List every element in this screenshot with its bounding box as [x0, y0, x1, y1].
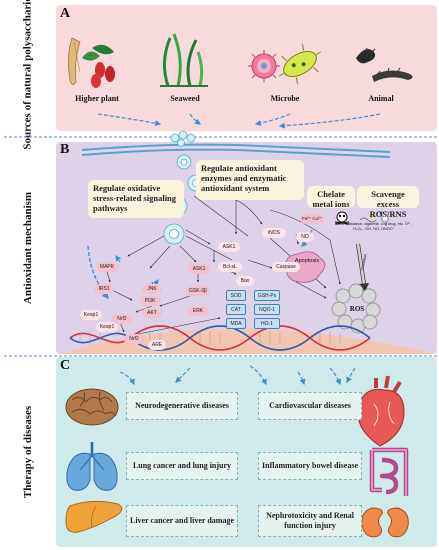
node-akt: AKT — [142, 308, 162, 318]
node-ask1: ASK1 — [188, 264, 210, 274]
animal-icon — [356, 47, 413, 82]
disease-cardiovascular: Cardiovascular diseases — [258, 392, 362, 420]
node-bclxl: Bcl-xL — [218, 262, 242, 272]
intestine-icon — [369, 447, 409, 496]
node-keap1-a: Keap1 — [80, 310, 102, 320]
node-erk: ERK — [188, 306, 208, 316]
apoptosis-cell — [285, 251, 326, 283]
disease-liver: Liver cancer and liver damage — [126, 505, 238, 537]
node-pi3k: PI3K — [140, 296, 160, 306]
source-label-higher-plant: Higher plant — [75, 94, 119, 103]
node-bax: Bax — [236, 276, 254, 286]
skull-icon — [334, 211, 350, 225]
source-label-animal: Animal — [368, 94, 394, 103]
mechanism-oxidative-signaling: Regulate oxidative stress-related signal… — [88, 180, 184, 218]
cell-membrane — [81, 143, 391, 158]
node-apoptosis: Apoptosis — [294, 258, 320, 264]
node-metal-ions: Fe²⁺ Cu²⁺ — [300, 214, 324, 224]
source-label-microbe: Microbe — [270, 94, 300, 103]
enzyme-gsh-px: GSH-Px — [254, 290, 280, 301]
node-nrf2-b: Nrf2 — [124, 334, 144, 344]
node-mapk: MAPK — [96, 262, 118, 272]
enzyme-ho1: HO-1 — [254, 318, 280, 329]
node-caspase: Caspase — [272, 262, 300, 272]
node-gsk3b: GSK-3β — [186, 286, 210, 296]
disease-nephrotoxicity: Nephrotoxicity and Renal function injury — [258, 505, 362, 537]
seaweed-icon — [160, 33, 208, 87]
mechanism-scavenge-ros: Scavenge excess ROS/RNS — [357, 186, 419, 219]
enzyme-mda: MDA — [226, 318, 246, 329]
disease-neurodegenerative: Neurodegenerative diseases — [126, 392, 238, 420]
liver-icon — [65, 500, 123, 533]
sun-icon — [370, 214, 374, 218]
node-ros: ROS — [349, 305, 365, 313]
enzyme-sod: SOD — [226, 290, 246, 301]
higher-plant-icon — [68, 37, 115, 88]
node-ask1-top: ASK1 — [218, 242, 240, 252]
brain-icon — [65, 388, 119, 426]
node-irs1: IRS1 — [94, 284, 114, 294]
source-label-seaweed: Seaweed — [170, 94, 200, 103]
panel-label-a: A — [60, 6, 71, 21]
drug-icon — [381, 211, 389, 222]
microbe-icon — [248, 44, 322, 84]
toxic-sources-label: toxic substance, cigarette, UV, drug, et… — [335, 222, 413, 231]
disease-inflammatory-bowel: Inflammatory bowel disease — [258, 452, 362, 480]
enzyme-cat: CAT — [226, 304, 246, 315]
kidneys-icon — [361, 507, 409, 538]
node-inos: iNOS — [262, 228, 286, 238]
panel-label-c: C — [60, 358, 71, 373]
disease-lung: Lung cancer and lung injury — [126, 452, 238, 480]
heart-icon — [357, 375, 405, 447]
node-keap1-b: Keap1 — [96, 322, 118, 332]
node-are: ARE — [148, 340, 166, 350]
smoke-icon — [359, 217, 377, 223]
lungs-icon — [66, 442, 118, 491]
mechanism-chelate-metal: Chelate metal ions — [307, 186, 355, 209]
enzyme-nqo1: NQO-1 — [254, 304, 280, 315]
panel-sources — [56, 5, 437, 131]
panel-label-b: B — [60, 142, 70, 157]
node-no: NO — [296, 232, 314, 242]
dna-helix — [69, 325, 371, 351]
node-nrf2-a: Nrf2 — [112, 314, 132, 324]
node-jnk: JNK — [142, 284, 162, 294]
mechanism-antioxidant-enzymes: Regulate antioxidant enzymes and enzymat… — [196, 160, 304, 200]
ros-cluster — [331, 283, 381, 334]
